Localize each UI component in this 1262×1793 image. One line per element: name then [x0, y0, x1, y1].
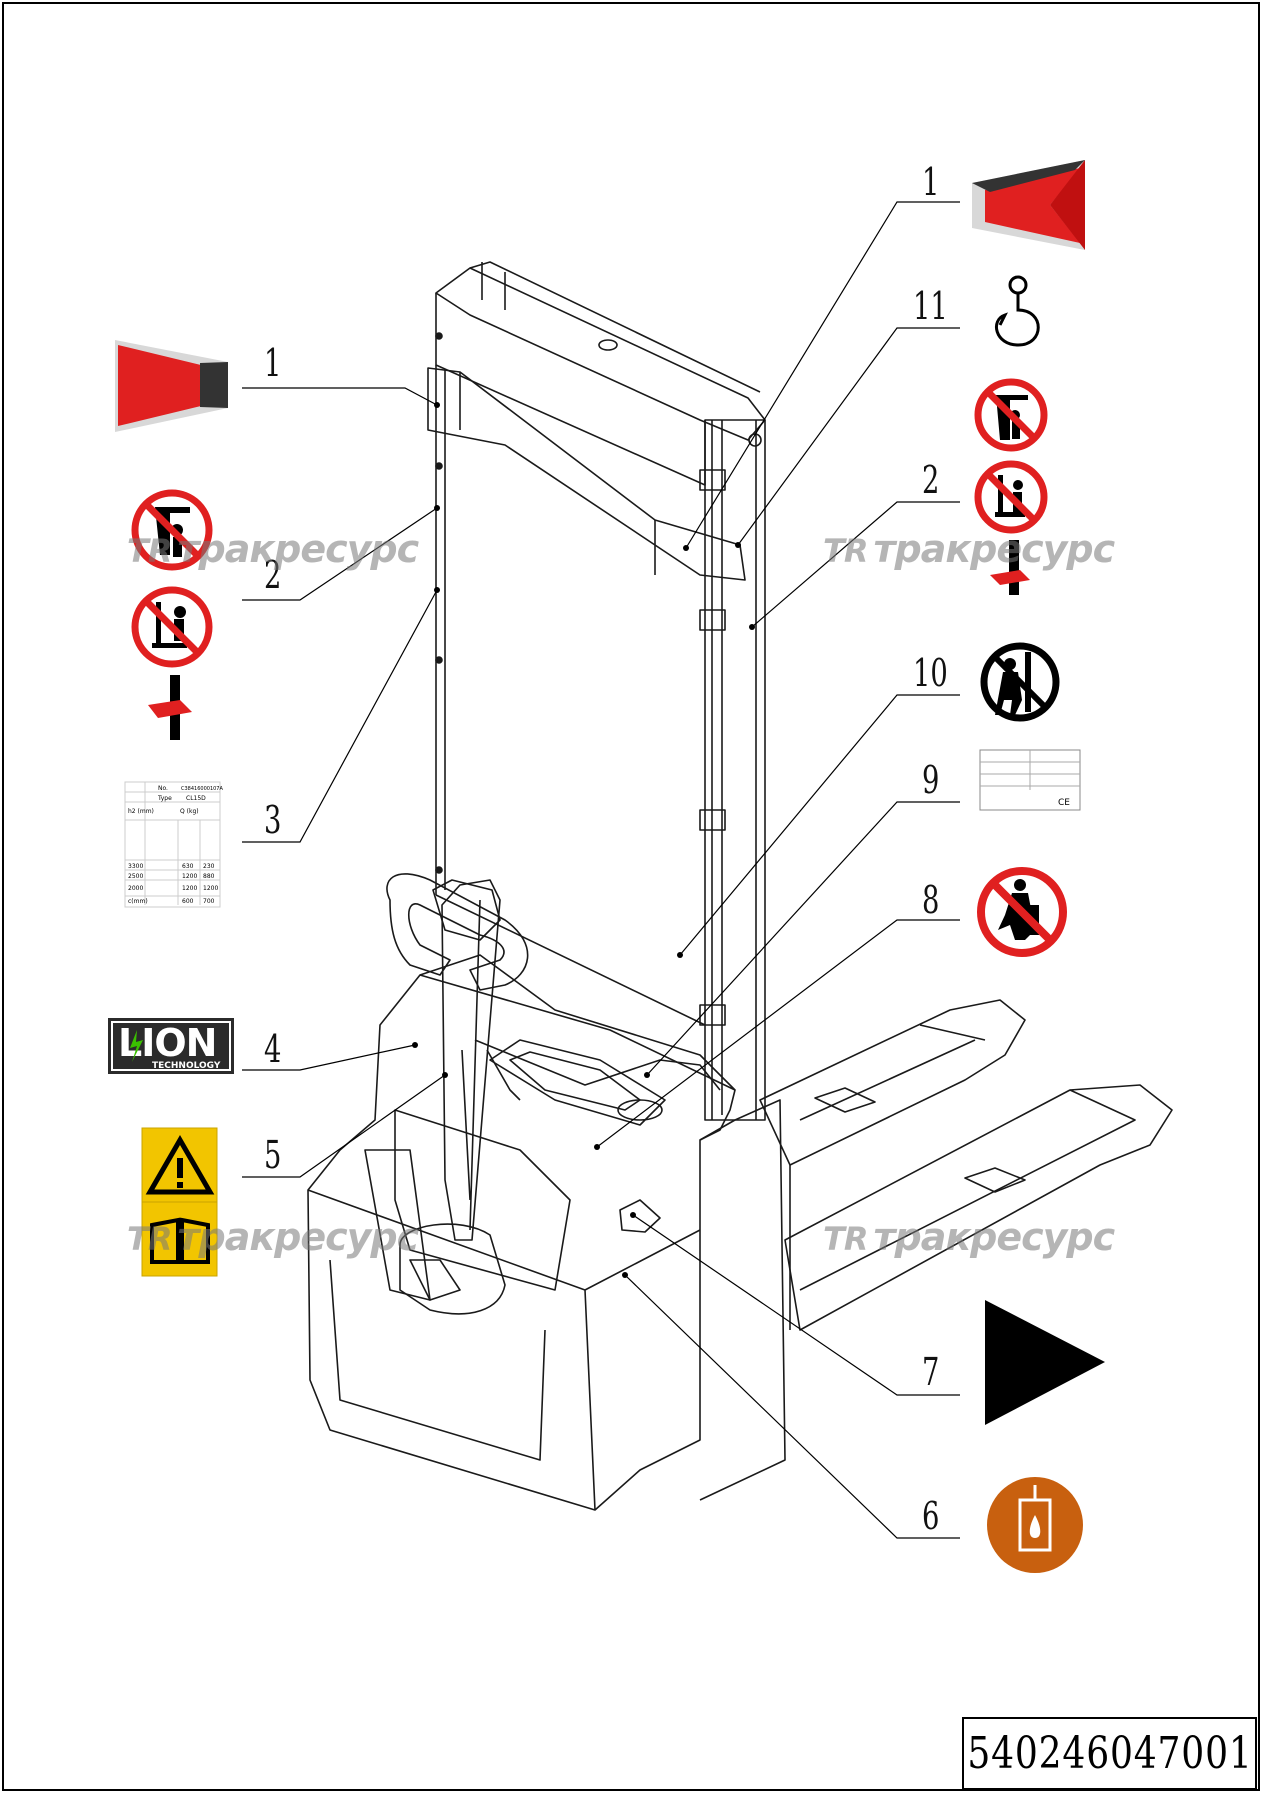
callout-number: 5: [264, 1133, 282, 1177]
load-chart-cell: 1200: [182, 885, 197, 892]
callout-number: 4: [264, 1027, 282, 1071]
warning-read-manual-icon: [141, 1127, 218, 1277]
load-chart-no-label: No.: [158, 785, 168, 792]
part-number: 540246047001: [966, 1728, 1253, 1779]
watermark-logo: TR: [823, 1220, 868, 1258]
callout-number: 10: [913, 651, 948, 695]
no-standing-under-load-icon: [974, 378, 1048, 452]
part-number-box: 540246047001: [962, 1717, 1257, 1790]
watermark-logo: TR: [127, 532, 172, 570]
no-riding-on-forks-icon: [131, 586, 213, 668]
load-chart-cell: 2000: [128, 885, 143, 892]
callout-number: 3: [264, 798, 282, 842]
load-chart-cell: 1200: [182, 873, 197, 880]
watermark-logo: TR: [823, 532, 868, 570]
load-chart-no-value: С38416000107А: [181, 786, 223, 792]
load-chart-h-label: h2 (mm): [128, 808, 154, 815]
hydraulic-oil-icon: [987, 1477, 1083, 1573]
leader-dots: [412, 402, 755, 1278]
load-chart-cell: 1200: [203, 885, 218, 892]
svg-text:CE: CE: [1058, 798, 1070, 808]
lion-label-small: TECHNOLOGY: [152, 1061, 221, 1071]
watermark-text: тракресурс: [177, 527, 419, 571]
callout-number: 2: [922, 458, 940, 502]
load-chart-label: No. С38416000107А Type CL15D h2 (mm) Q (…: [124, 781, 223, 908]
load-chart-cell: 880: [203, 873, 215, 880]
lightning-icon: [130, 1030, 143, 1062]
load-chart-foot-cell: 700: [203, 898, 215, 905]
load-chart-cell: 3300: [128, 863, 143, 870]
callout-number: 9: [922, 758, 940, 802]
lifting-hook-icon: [995, 275, 1040, 347]
load-chart-foot-cell: 600: [182, 898, 194, 905]
data-plate-icon: CE: [979, 749, 1081, 811]
callout-number: 11: [913, 284, 948, 328]
hand-crush-warning-icon: [990, 540, 1030, 595]
lion-technology-label: LION TECHNOLOGY: [108, 1018, 234, 1074]
no-pushing-person-icon: [977, 867, 1067, 957]
load-chart-type-label: Type: [157, 795, 172, 802]
watermark-text: тракресурс: [873, 527, 1115, 571]
callout-number: 1: [922, 160, 940, 204]
watermark-logo: TR: [127, 1220, 172, 1258]
callout-number: 6: [922, 1494, 940, 1538]
load-chart-rows: 3300 630 230 2500 1200 880 2000 1200 1200 c(mm) 60…: [128, 863, 218, 905]
no-passing-through-mast-icon: [980, 642, 1060, 722]
no-standing-under-load-icon: [131, 489, 213, 571]
watermark-text: тракресурс: [177, 1215, 419, 1259]
load-chart-type-value: CL15D: [186, 795, 206, 802]
load-chart-q-label: Q (kg): [180, 808, 199, 815]
load-chart-cell: 230: [203, 863, 215, 870]
load-chart-cell: 630: [182, 863, 194, 870]
direction-arrow-icon: [985, 1300, 1105, 1425]
load-chart-foot-cell: c(mm): [128, 898, 148, 905]
watermark-text: тракресурс: [873, 1215, 1115, 1259]
callout-number: 1: [264, 341, 282, 385]
hand-crush-warning-icon: [148, 675, 192, 740]
leader-lines: [242, 201, 960, 1539]
red-reflector-icon: [972, 160, 1085, 250]
callout-number: 8: [922, 878, 940, 922]
no-riding-on-forks-icon: [974, 460, 1048, 534]
red-reflector-icon: [115, 340, 228, 432]
load-chart-cell: 2500: [128, 873, 143, 880]
callout-number: 7: [922, 1350, 940, 1394]
callout-number: 2: [264, 553, 282, 597]
